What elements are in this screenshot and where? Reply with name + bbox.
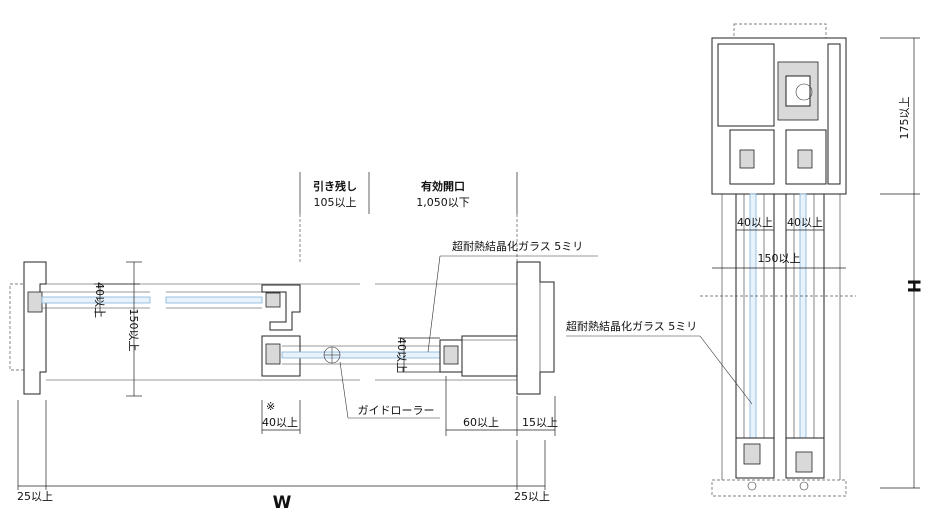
section-vertical-dimensions: 175以上 H bbox=[880, 37, 923, 489]
left-jamb bbox=[9, 261, 47, 395]
retention-header: 引き残し bbox=[313, 179, 357, 193]
dim-25-right: 25以上 bbox=[514, 490, 550, 503]
dim-40-bottom: 40以上 bbox=[262, 416, 298, 429]
glass-label: 超耐熱結晶化ガラス 5ミリ bbox=[452, 239, 583, 253]
fixed-glass bbox=[41, 291, 263, 309]
vertical-dimensions-left: 40以上 150以上 bbox=[93, 261, 142, 397]
guide-roller-label: ガイドローラー bbox=[358, 404, 435, 417]
dim-w: W bbox=[273, 493, 292, 513]
dim-150-vertical: 150以上 bbox=[127, 309, 140, 352]
dim-40-vertical: 40以上 bbox=[93, 282, 106, 318]
bottom-dimensions: ※ 40以上 ガイドローラー 60以上 15以上 bbox=[261, 361, 558, 436]
vertical-dimension-right: 40以上 bbox=[395, 337, 440, 373]
section-horizontal-dimensions: 40以上 40以上 150以上 bbox=[700, 216, 856, 297]
dim-25-left: 25以上 bbox=[17, 490, 53, 503]
retention-value: 105以上 bbox=[314, 196, 357, 209]
dim-175: 175以上 bbox=[898, 97, 911, 140]
section-glass-label: 超耐熱結晶化ガラス 5ミリ bbox=[566, 319, 697, 333]
sliding-glass bbox=[281, 345, 443, 365]
dim-40-a: 40以上 bbox=[737, 216, 773, 229]
center-stile-profile bbox=[261, 284, 301, 377]
section-view: 40以上 40以上 150以上 175以上 H 超耐熱結晶化ガラス 5ミリ bbox=[566, 23, 923, 497]
dim-40-vertical-right: 40以上 bbox=[395, 337, 408, 373]
right-jamb bbox=[516, 261, 555, 395]
opening-header: 有効開口 bbox=[421, 179, 465, 193]
head-assembly bbox=[711, 23, 847, 195]
overall-width-dimension: 25以上 W 25以上 bbox=[17, 400, 550, 513]
dim-15: 15以上 bbox=[522, 416, 558, 429]
dim-h: H bbox=[903, 279, 923, 293]
opening-value: 1,050以下 bbox=[416, 196, 470, 209]
dim-60: 60以上 bbox=[463, 416, 499, 429]
plan-view: 引き残し 105以上 有効開口 1,050以下 bbox=[9, 172, 598, 513]
note-mark: ※ bbox=[266, 400, 275, 413]
opening-header-table: 引き残し 105以上 有効開口 1,050以下 bbox=[299, 172, 518, 262]
door-panels bbox=[721, 193, 841, 480]
dim-150: 150以上 bbox=[758, 252, 801, 265]
bottom-rail-assembly bbox=[711, 437, 847, 497]
dim-40-b: 40以上 bbox=[787, 216, 823, 229]
